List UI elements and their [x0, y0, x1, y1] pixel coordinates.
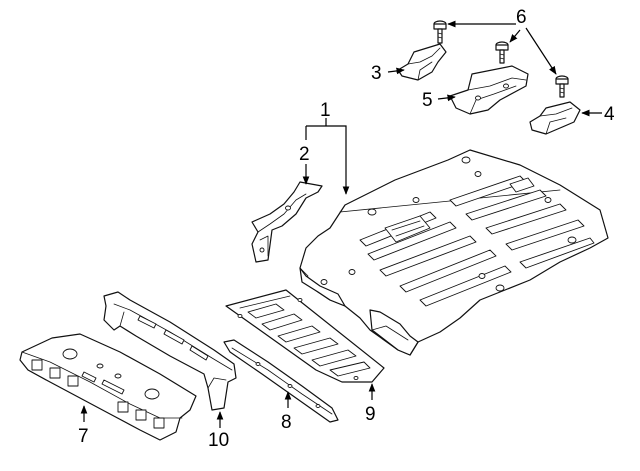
rear-floor-pan-part[interactable] [299, 149, 609, 356]
right-floor-bracket-part[interactable] [529, 101, 581, 135]
callout-5: 5 [422, 90, 433, 111]
bolt-part-a[interactable] [433, 20, 447, 44]
floor-side-bracket-part[interactable] [251, 181, 323, 263]
callout-3: 3 [371, 63, 382, 84]
callout-10: 10 [208, 430, 229, 451]
reinforcement-strip-part[interactable] [223, 339, 339, 423]
leader-lines [80, 20, 602, 428]
floor-rail-part[interactable] [103, 291, 237, 411]
callout-4: 4 [604, 104, 615, 125]
callout-8: 8 [281, 412, 292, 433]
callout-1: 1 [320, 100, 331, 121]
center-floor-bracket-part[interactable] [449, 65, 529, 115]
bolt-part-b[interactable] [495, 41, 509, 64]
callout-7: 7 [78, 426, 89, 447]
bolt-part-c[interactable] [555, 75, 569, 98]
callout-labels: 1 2 3 4 5 6 7 8 9 10 [78, 7, 615, 451]
floor-panel-part[interactable] [225, 289, 385, 383]
callout-6: 6 [516, 7, 527, 28]
callout-2: 2 [299, 144, 310, 165]
callout-9: 9 [365, 404, 376, 425]
small-floor-bracket-part[interactable] [397, 43, 447, 81]
rear-cross-member-part[interactable] [19, 333, 197, 441]
